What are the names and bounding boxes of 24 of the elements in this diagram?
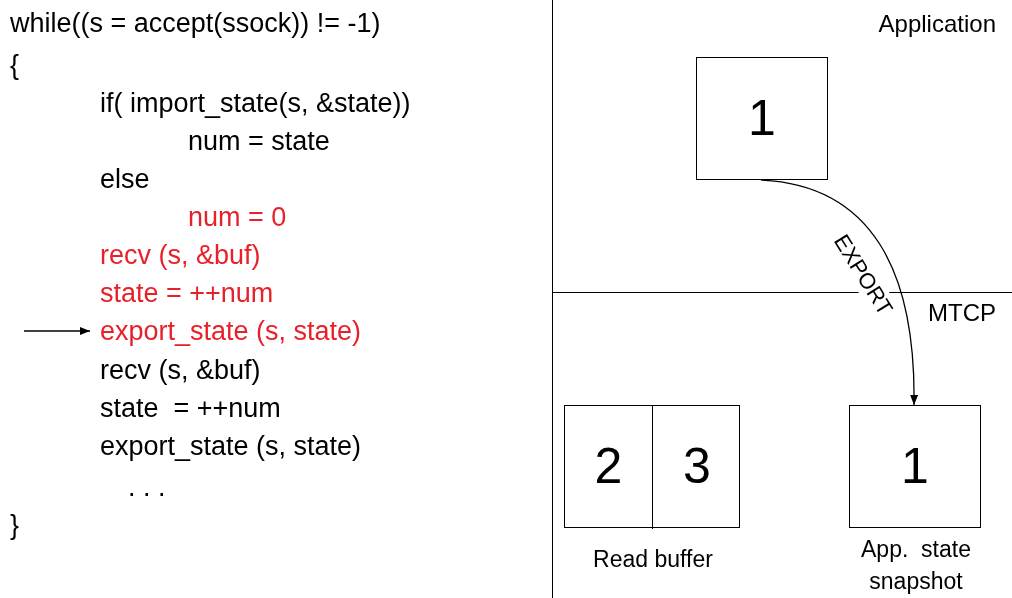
code-line: recv (s, &buf) xyxy=(100,240,261,270)
code-line: if( import_state(s, &state)) xyxy=(100,88,411,118)
box-number: 1 xyxy=(747,89,777,148)
code-line: num = state xyxy=(188,126,330,156)
code-line: export_state (s, state) xyxy=(100,431,362,461)
code-line: state = ++num xyxy=(100,278,274,308)
box-number: 2 xyxy=(593,437,624,496)
box-number: 1 xyxy=(900,437,930,496)
code-line: } xyxy=(10,510,20,540)
code-line: while((s = accept(ssock)) != -1) xyxy=(10,8,381,38)
code-line: state = ++num xyxy=(100,393,281,423)
layer-label: Application xyxy=(878,10,996,38)
box-caption: Read buffer xyxy=(592,545,714,574)
code-line: num = 0 xyxy=(188,202,287,232)
arrow xyxy=(760,179,918,406)
code-line: . . . xyxy=(128,472,166,502)
layer-label: MTCP xyxy=(928,299,996,327)
code-line: { xyxy=(10,50,20,80)
code-line: recv (s, &buf) xyxy=(100,355,261,385)
code-line: export_state (s, state) xyxy=(100,316,362,346)
box-caption: App. state snapshot xyxy=(860,535,972,596)
number-box xyxy=(696,57,828,180)
code-line: else xyxy=(100,164,150,194)
box-number: 3 xyxy=(682,437,712,496)
